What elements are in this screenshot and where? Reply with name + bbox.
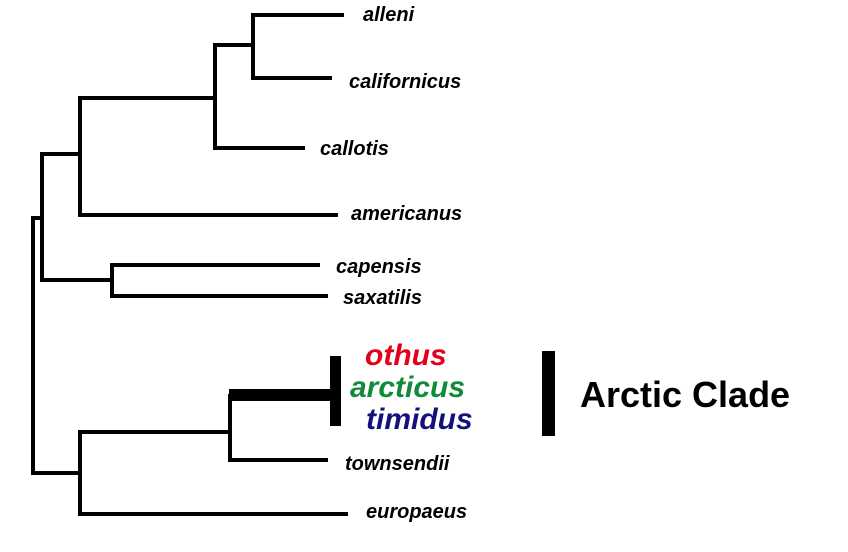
taxon-europaeus: europaeus xyxy=(366,501,468,523)
taxon-saxatilis: saxatilis xyxy=(343,287,422,309)
taxon-callotis: callotis xyxy=(320,138,389,160)
arctic-polytomy-bar xyxy=(330,356,341,426)
taxon-townsendii: townsendii xyxy=(345,453,450,475)
arctic-clade-label: Arctic Clade xyxy=(580,374,791,415)
taxon-timidus: timidus xyxy=(366,403,473,436)
taxon-californicus: californicus xyxy=(349,71,462,93)
branch-arctic-thick xyxy=(229,389,335,401)
taxon-americanus: americanus xyxy=(351,203,463,225)
taxon-othus: othus xyxy=(365,339,447,372)
arctic-clade-bracket xyxy=(542,351,555,436)
taxon-capensis: capensis xyxy=(336,256,422,278)
taxon-alleni: alleni xyxy=(363,4,415,26)
taxon-arcticus: arcticus xyxy=(350,371,466,404)
